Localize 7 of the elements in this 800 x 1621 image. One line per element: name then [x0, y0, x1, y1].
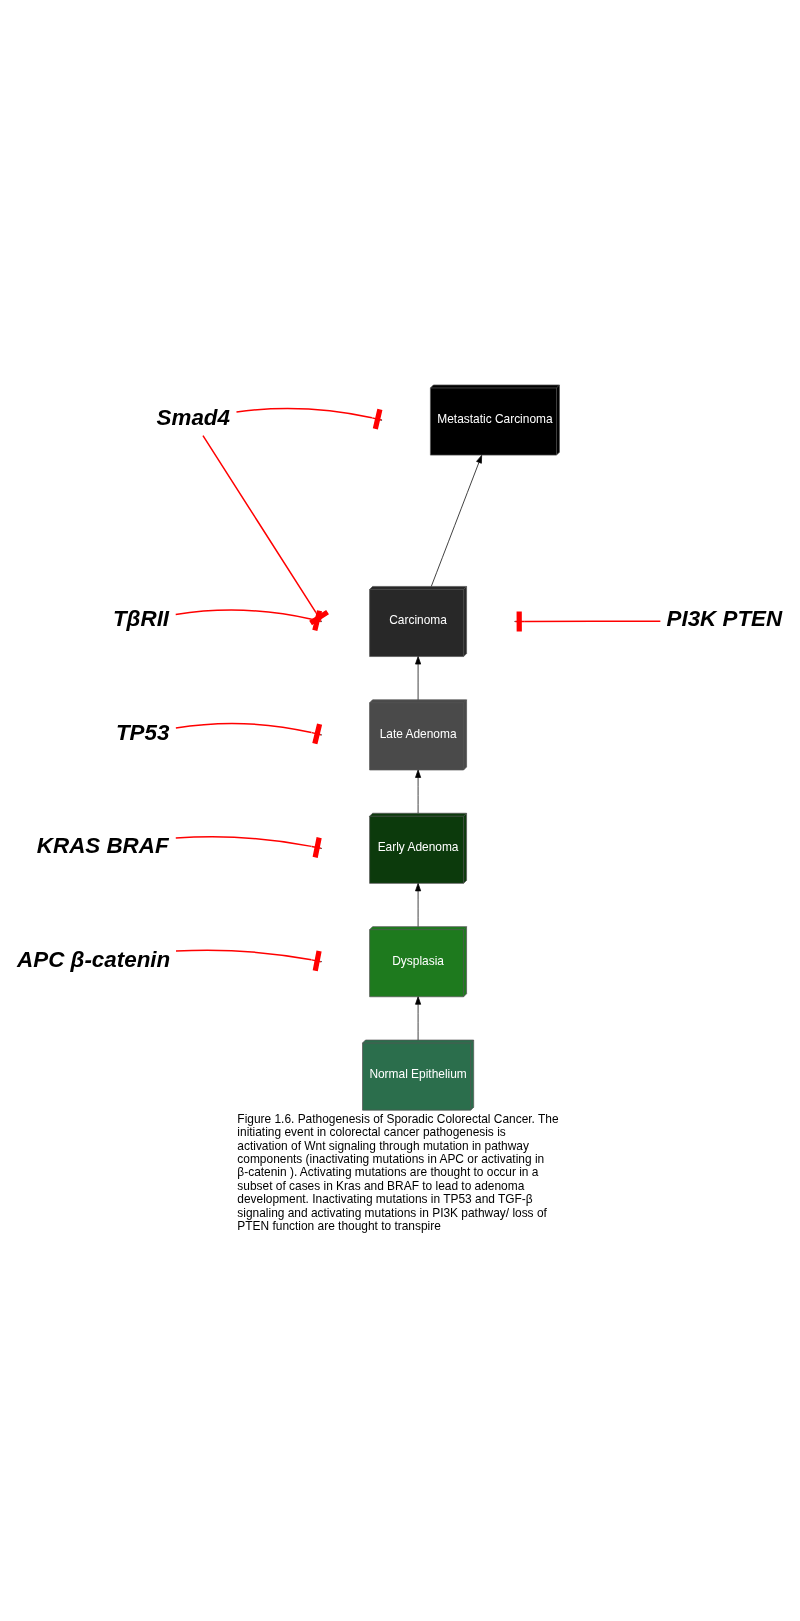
node-text: TβRII: [112, 605, 170, 631]
node-text: Smad4: [156, 404, 230, 430]
caption: Figure 1.6. Pathogenesis of Sporadic Colorectal Cancer. The initiating event in colorectal cancer pathogenesis is activation of Wnt signaling through mutation in pathway components (inactivating mutations in APC or activating in β-catenin ). Activating mutations are thought to occur in a subset of cases in Kras and BRAF to lead to adenoma development. Inactivating mutations in TP53 and TGF-β signaling and activating mutations in PI3K pathway/ loss of PTEN function are thought to transpire: [237, 1111, 559, 1233]
node-text: TP53: [115, 719, 170, 745]
node-text: APC β-catenin: [17, 946, 171, 972]
node-text: KRAS BRAF: [36, 832, 169, 858]
node-text: PI3K PTEN: [666, 605, 783, 631]
